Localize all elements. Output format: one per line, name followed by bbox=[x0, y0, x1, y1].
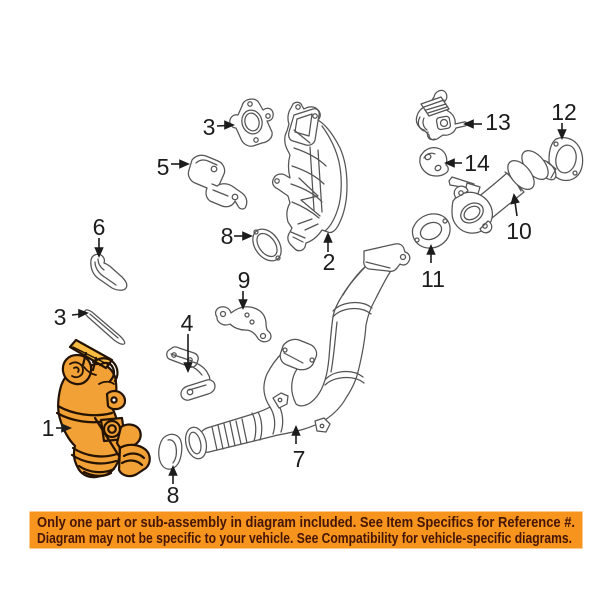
svg-text:Only one part or sub-assembly: Only one part or sub-assembly in diagram… bbox=[37, 515, 575, 531]
svg-text:3: 3 bbox=[54, 304, 67, 330]
svg-text:8: 8 bbox=[221, 223, 234, 249]
svg-text:13: 13 bbox=[485, 109, 511, 135]
svg-text:10: 10 bbox=[506, 218, 532, 244]
svg-text:6: 6 bbox=[93, 214, 106, 240]
svg-text:8: 8 bbox=[167, 482, 180, 508]
svg-text:12: 12 bbox=[551, 99, 577, 125]
svg-text:9: 9 bbox=[238, 267, 251, 293]
svg-text:5: 5 bbox=[157, 154, 170, 180]
svg-text:Diagram may not be specific to: Diagram may not be specific to your vehi… bbox=[37, 531, 572, 547]
svg-text:4: 4 bbox=[181, 310, 194, 336]
svg-text:1: 1 bbox=[42, 415, 55, 441]
svg-text:2: 2 bbox=[323, 249, 336, 275]
svg-text:11: 11 bbox=[421, 266, 445, 292]
svg-text:14: 14 bbox=[464, 150, 490, 176]
svg-text:7: 7 bbox=[293, 446, 306, 472]
svg-text:3: 3 bbox=[203, 114, 216, 140]
